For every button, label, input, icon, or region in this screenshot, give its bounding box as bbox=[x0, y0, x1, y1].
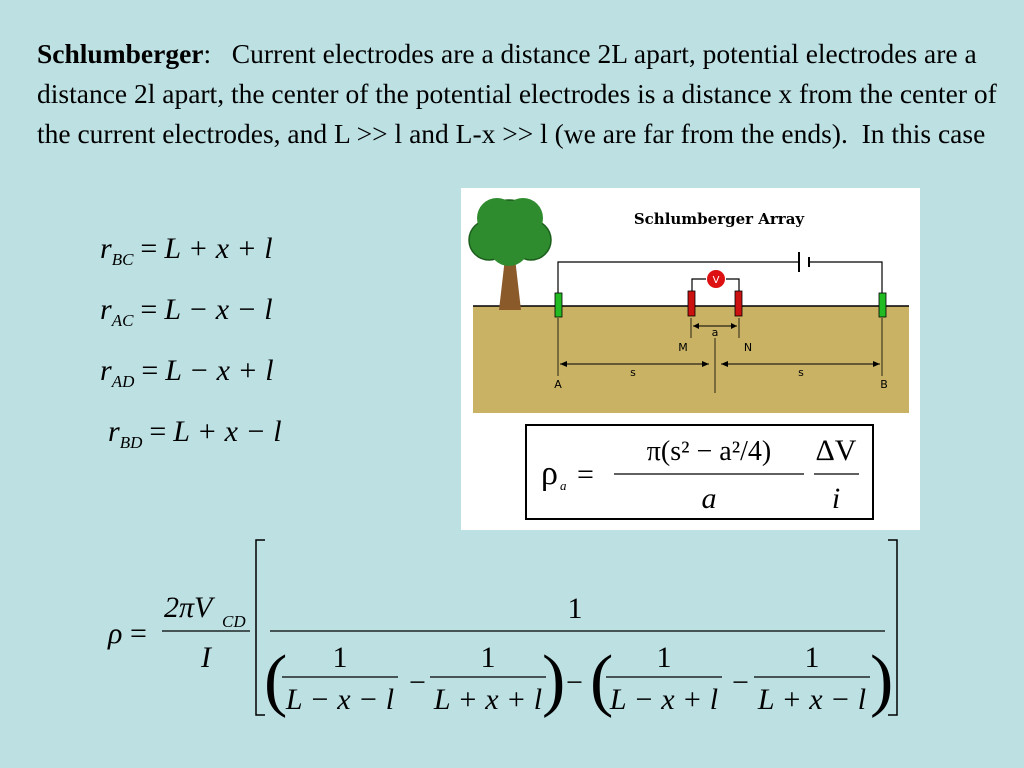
svg-text:(: ( bbox=[264, 642, 287, 719]
svg-text:1: 1 bbox=[568, 592, 583, 625]
svg-text:−: − bbox=[409, 666, 426, 699]
svg-text:=: = bbox=[577, 458, 594, 491]
svg-text:1: 1 bbox=[805, 641, 820, 674]
svg-text:N: N bbox=[744, 341, 752, 354]
array-diagram: Schlumberger Array V a M N bbox=[468, 198, 909, 520]
schlumberger-array-figure: Schlumberger Array V a M N bbox=[461, 188, 920, 530]
svg-text:ρ: ρ bbox=[107, 617, 122, 650]
voltmeter-icon bbox=[707, 270, 725, 288]
svg-text:s: s bbox=[630, 366, 636, 379]
svg-text:1: 1 bbox=[333, 641, 348, 674]
svg-text:L + x + l: L + x + l bbox=[433, 683, 542, 716]
equation-rbd: rBD=L + x − l bbox=[108, 415, 282, 452]
svg-text:B: B bbox=[880, 378, 888, 391]
colon: : bbox=[203, 38, 212, 69]
svg-text:=: = bbox=[130, 617, 147, 650]
paragraph-text: Current electrodes are a distance 2L apa… bbox=[37, 38, 1004, 149]
potential-electrode-n bbox=[734, 290, 743, 317]
svg-text:ΔV: ΔV bbox=[816, 434, 857, 467]
right-bracket bbox=[888, 539, 898, 716]
svg-text:i: i bbox=[832, 482, 840, 515]
current-electrode-b bbox=[878, 292, 887, 318]
svg-text:s: s bbox=[798, 366, 804, 379]
tree-crown-icon bbox=[468, 198, 552, 266]
apparent-resistivity-box bbox=[525, 424, 874, 520]
svg-text:L − x + l: L − x + l bbox=[609, 683, 718, 716]
svg-text:L + x − l: L + x − l bbox=[757, 683, 866, 716]
svg-text:a: a bbox=[560, 478, 567, 493]
svg-text:a: a bbox=[702, 482, 717, 515]
svg-text:L − x − l: L − x − l bbox=[285, 683, 394, 716]
svg-text:π(s² − a²/4): π(s² − a²/4) bbox=[647, 436, 771, 467]
svg-text:(: ( bbox=[590, 642, 613, 719]
svg-text:−: − bbox=[732, 666, 749, 699]
svg-text:V: V bbox=[713, 275, 720, 286]
intro-paragraph: Schlumberger: Current electrodes are a d… bbox=[37, 34, 1007, 154]
left-bracket bbox=[255, 539, 265, 716]
equation-rad: rAD=L − x + l bbox=[100, 354, 274, 391]
resistivity-formula: ρ = 2πV CD I 1 ( ) ( ) 1 L − x − l − 1 L… bbox=[107, 539, 898, 719]
svg-text:ρ: ρ bbox=[541, 455, 558, 492]
svg-text:1: 1 bbox=[481, 641, 496, 674]
svg-text:1: 1 bbox=[657, 641, 672, 674]
svg-text:): ) bbox=[542, 642, 565, 719]
svg-text:2πV: 2πV bbox=[164, 591, 216, 624]
svg-text:M: M bbox=[678, 341, 688, 354]
equation-rac: rAC=L − x − l bbox=[100, 293, 273, 330]
svg-text:): ) bbox=[870, 642, 893, 719]
current-electrode-a bbox=[554, 292, 563, 318]
schlumberger-term: Schlumberger bbox=[37, 38, 204, 69]
svg-text:CD: CD bbox=[222, 612, 246, 631]
figure-title: Schlumberger Array bbox=[634, 210, 806, 228]
potential-electrode-m bbox=[687, 290, 696, 317]
svg-text:I: I bbox=[200, 641, 213, 674]
tree-trunk-icon bbox=[499, 258, 521, 310]
equation-rbc: rBC=L + x + l bbox=[100, 232, 273, 269]
svg-text:A: A bbox=[554, 378, 562, 391]
svg-text:−: − bbox=[566, 666, 583, 699]
svg-text:a: a bbox=[712, 326, 719, 339]
